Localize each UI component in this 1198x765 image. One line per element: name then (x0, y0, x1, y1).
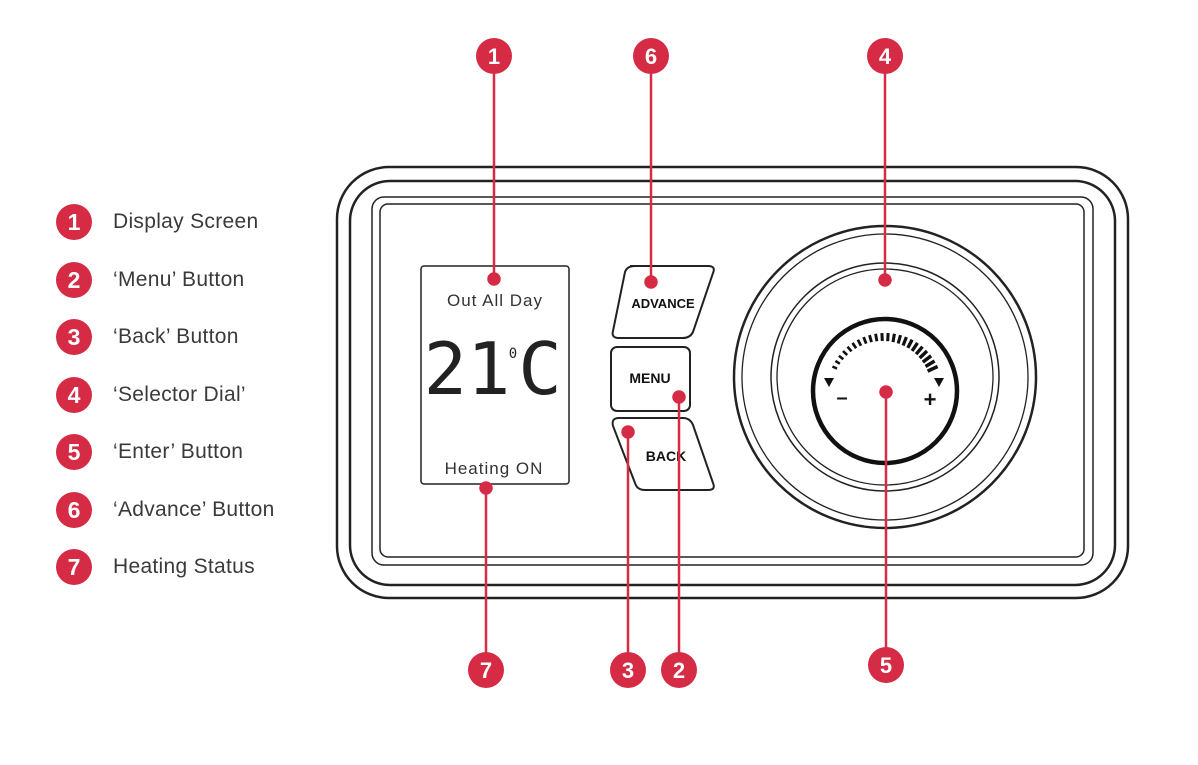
dial-plus-label: + (924, 387, 937, 412)
callout-1: 1 (476, 38, 512, 74)
dial-tick (918, 349, 929, 360)
legend-badge: 4 (56, 376, 92, 413)
svg-text:3: 3 (622, 658, 634, 683)
display-unit: C (518, 327, 561, 411)
svg-text:6: 6 (645, 44, 657, 69)
display-degree-symbol: 0 (509, 346, 517, 362)
dial-tick (856, 339, 863, 347)
dial-minus-label: – (836, 387, 847, 409)
callout-4: 4 (867, 38, 903, 74)
legend-label: Heating Status (113, 555, 255, 578)
device-housing (335, 165, 1130, 600)
legend-label: ‘Back’ Button (113, 325, 239, 348)
legend-label: ‘Menu’ Button (113, 267, 245, 291)
display-heating-status: Heating ON (445, 459, 544, 478)
legend-badge: 6 (56, 491, 92, 528)
menu-button[interactable]: MENU (610, 346, 691, 412)
dial-tick (874, 333, 879, 342)
display-mode-text: Out All Day (447, 291, 543, 310)
legend-item-back-button: 3 ‘Back’ Button (56, 319, 326, 355)
dial-tick (842, 350, 849, 357)
legend-label: ‘Advance’ Button (113, 497, 275, 521)
svg-text:5: 5 (880, 653, 892, 678)
legend: 1 Display Screen 2 ‘Menu’ Button 3 ‘Back… (56, 204, 326, 607)
svg-text:2: 2 (673, 658, 685, 683)
dial-tick (831, 365, 838, 370)
dial-right-arrow-icon (934, 378, 944, 387)
legend-badge: 1 (56, 204, 92, 240)
dial-left-arrow-icon (824, 378, 834, 387)
legend-label: Display Screen (113, 210, 259, 233)
dial-tick (901, 336, 908, 347)
advance-button[interactable]: ADVANCE (611, 265, 715, 339)
back-button[interactable]: BACK (611, 417, 715, 491)
back-button-label: BACK (646, 448, 686, 464)
legend-item-menu-button: 2 ‘Menu’ Button (56, 261, 326, 298)
dial-tick (924, 359, 936, 368)
legend-item-enter-button: 5 ‘Enter’ Button (56, 434, 326, 470)
display-temperature: 21 (424, 327, 511, 411)
advance-button-label: ADVANCE (631, 296, 695, 311)
dial-tick (910, 341, 919, 352)
dial-tick (896, 334, 902, 344)
callout-3: 3 (610, 652, 646, 688)
dial-tick (862, 336, 868, 345)
legend-badge: 7 (56, 549, 92, 585)
legend-item-display-screen: 1 Display Screen (56, 204, 326, 240)
legend-badge: 3 (56, 319, 92, 355)
legend-badge: 5 (56, 434, 92, 470)
display-screen: Out All Day 21 0 C Heating ON (420, 265, 570, 485)
legend-label: ‘Selector Dial’ (113, 382, 246, 406)
svg-text:7: 7 (480, 658, 492, 683)
svg-text:1: 1 (488, 44, 500, 69)
callout-2: 2 (661, 652, 697, 688)
callout-5: 5 (868, 647, 904, 683)
dial-tick (906, 338, 914, 349)
legend-item-selector-dial: 4 ‘Selector Dial’ (56, 376, 326, 413)
callout-leaders (479, 56, 893, 670)
callout-6: 6 (633, 38, 669, 74)
dial-tick (921, 354, 933, 364)
legend-item-heating-status: 7 Heating Status (56, 549, 326, 585)
dial-tick-marks (831, 333, 939, 373)
dial-tick (851, 342, 858, 350)
legend-item-advance-button: 6 ‘Advance’ Button (56, 491, 326, 528)
menu-button-label: MENU (629, 370, 670, 386)
dial-tick (834, 359, 841, 365)
svg-text:4: 4 (879, 44, 892, 69)
dial-tick (891, 333, 896, 343)
legend-badge: 2 (56, 261, 92, 298)
callout-7: 7 (468, 652, 504, 688)
dial-tick (846, 345, 853, 353)
dial-tick (914, 345, 924, 356)
dial-tick (868, 334, 873, 343)
dial-tick (926, 364, 939, 373)
legend-label: ‘Enter’ Button (113, 440, 244, 463)
dial-tick (838, 354, 845, 361)
